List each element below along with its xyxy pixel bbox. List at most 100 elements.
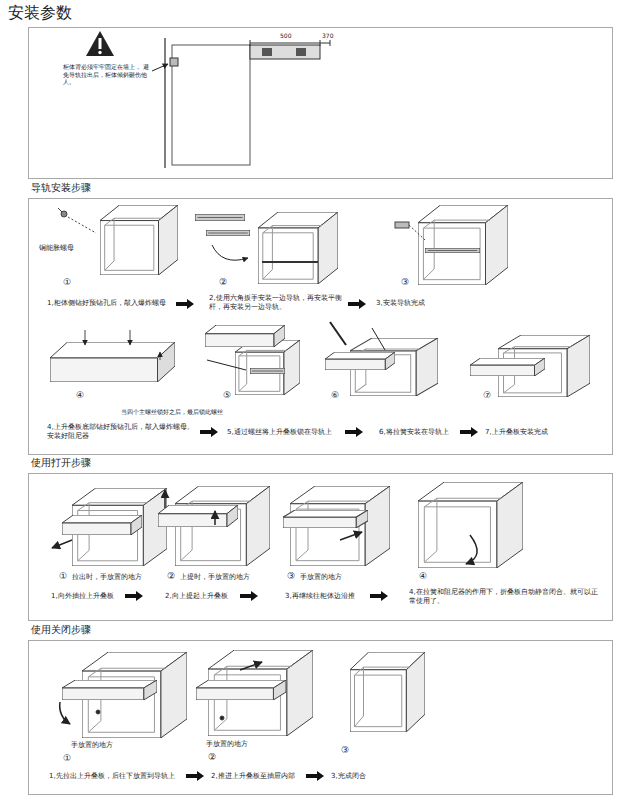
step-caption: 2,使用六角扳手安装一边导轨，再安装平衡杆，再安装另一边导轨。 (208, 294, 344, 312)
illustration (348, 299, 366, 309)
hand-position-note: 手放置的地方 (299, 573, 343, 581)
callout-number: ④ (75, 390, 85, 402)
step-caption: 7,上升叠板安装完成 (484, 428, 549, 437)
step-caption: 6,将拉簧安装在导轨上 (378, 428, 450, 437)
open-1-figure (62, 515, 142, 535)
close-2-figure (196, 650, 313, 736)
step-5-figure (205, 325, 300, 395)
step-3-figure (425, 248, 480, 253)
wall-cabinet-figure (152, 38, 330, 168)
wall-cabinet-figure (296, 48, 306, 56)
open-1-figure (52, 488, 167, 566)
callout-number: ⑥ (330, 390, 340, 402)
step-caption: 4,上升叠板底部钻好预钻孔后，敲入爆炸螺母。安装好阻尼器 (46, 423, 198, 441)
open-4-figure (466, 535, 477, 564)
wall-cabinet-figure (164, 38, 166, 168)
step-3-figure (395, 222, 409, 228)
warning-note: 柜体背必须牢牢固定在墙上， 避免导轨拉出后，柜体倾斜砸伤他人。 (63, 63, 151, 86)
wall-cabinet-figure (250, 45, 320, 59)
open-2-figure (164, 490, 166, 508)
step-5-figure (205, 325, 285, 347)
step-caption: 3,完成闭合 (330, 772, 367, 781)
warning-icon (98, 51, 101, 54)
step-6-figure (325, 322, 438, 396)
hand-position-note: 手放置的地方 (70, 741, 114, 749)
illustration (345, 427, 363, 437)
step-3-figure (418, 205, 508, 285)
part-name: 铜能胀螺母 (38, 244, 75, 252)
section-heading: 使用关闭步骤 (31, 624, 91, 637)
step-caption: 2,推进上升叠板至抽屉内部 (210, 772, 296, 781)
close-1-figure (60, 652, 187, 738)
illustration (200, 427, 218, 437)
hand-position-note: 上提时，手放置的地方 (179, 573, 251, 581)
wall-cabinet-figure (320, 40, 321, 46)
step-1-figure (58, 208, 62, 212)
section-panel: 柜体背必须牢牢固定在墙上， 避免导轨拉出后，柜体倾斜砸伤他人。 (28, 27, 613, 179)
close-1-figure (60, 702, 70, 724)
step-1-figure (58, 205, 178, 275)
step-2-figure (195, 212, 338, 284)
step-5-figure (207, 360, 246, 370)
step-2-figure (262, 261, 318, 263)
step-3-figure (409, 225, 425, 240)
section-heading: 导轨安装步骤 (31, 182, 91, 195)
close-2-figure (240, 662, 262, 670)
step-1-figure (100, 205, 178, 275)
step-4-figure (50, 330, 175, 382)
step-caption: 3,再继续往柜体边沿推 (284, 592, 356, 601)
section-panel: 导轨安装步骤 (28, 198, 613, 455)
step-2-figure (212, 245, 248, 260)
step-caption: 1,先拉出上升叠板，后往下放置到导轨上 (48, 772, 184, 781)
callout-number: ⑤ (222, 390, 232, 402)
step-2-figure (258, 212, 338, 284)
wall-cabinet-figure (250, 40, 251, 46)
open-2-figure (158, 486, 270, 566)
open-2-figure (214, 511, 216, 525)
step-4-figure (160, 352, 161, 360)
open-1-figure (52, 540, 72, 548)
illustration (176, 299, 194, 309)
callout-number: ③ (286, 571, 296, 583)
wall-cabinet-figure (330, 40, 331, 46)
close-3-figure (350, 652, 425, 732)
step-4-figure (50, 342, 175, 382)
close-2-figure (196, 680, 286, 700)
note: 当四个主螺丝锁好之后，最后锁此螺丝 (120, 408, 224, 416)
step-5-figure (235, 340, 300, 395)
open-3-figure (340, 532, 362, 540)
dimension: 500 (279, 32, 292, 40)
illustration (306, 771, 324, 781)
open-3-figure (283, 510, 368, 528)
step-5-figure (250, 368, 285, 374)
step-6-figure (372, 328, 385, 350)
step-3-figure (395, 205, 508, 285)
illustration (460, 427, 478, 437)
step-6-figure (330, 322, 346, 345)
callout-number: ① (62, 277, 72, 289)
warning-icon (86, 31, 114, 56)
callout-number: ④ (418, 571, 428, 583)
step-7-figure (470, 358, 545, 376)
open-2-figure (158, 505, 238, 527)
callout-number: ① (62, 753, 72, 765)
open-4-figure (418, 482, 523, 568)
illustration (370, 591, 388, 601)
close-2-figure (220, 716, 224, 720)
wall-cabinet-figure (152, 64, 168, 71)
illustration (240, 591, 258, 601)
step-4-figure (130, 330, 131, 345)
step-caption: 1,柜体侧钻好预钻孔后，敲入爆炸螺母 (46, 299, 176, 308)
close-1-figure (96, 710, 100, 714)
wall-cabinet-figure (170, 58, 178, 66)
step-caption: 1,向外抽拉上升叠板 (50, 592, 115, 601)
open-3-figure (283, 486, 390, 566)
step-caption: 5,通过螺丝将上升叠板锁在导轨上 (226, 428, 333, 437)
hand-position-note: 手放置的地方 (205, 740, 249, 748)
callout-number: ② (166, 571, 176, 583)
callout-number: ① (58, 571, 68, 583)
callout-number: ③ (400, 277, 410, 289)
